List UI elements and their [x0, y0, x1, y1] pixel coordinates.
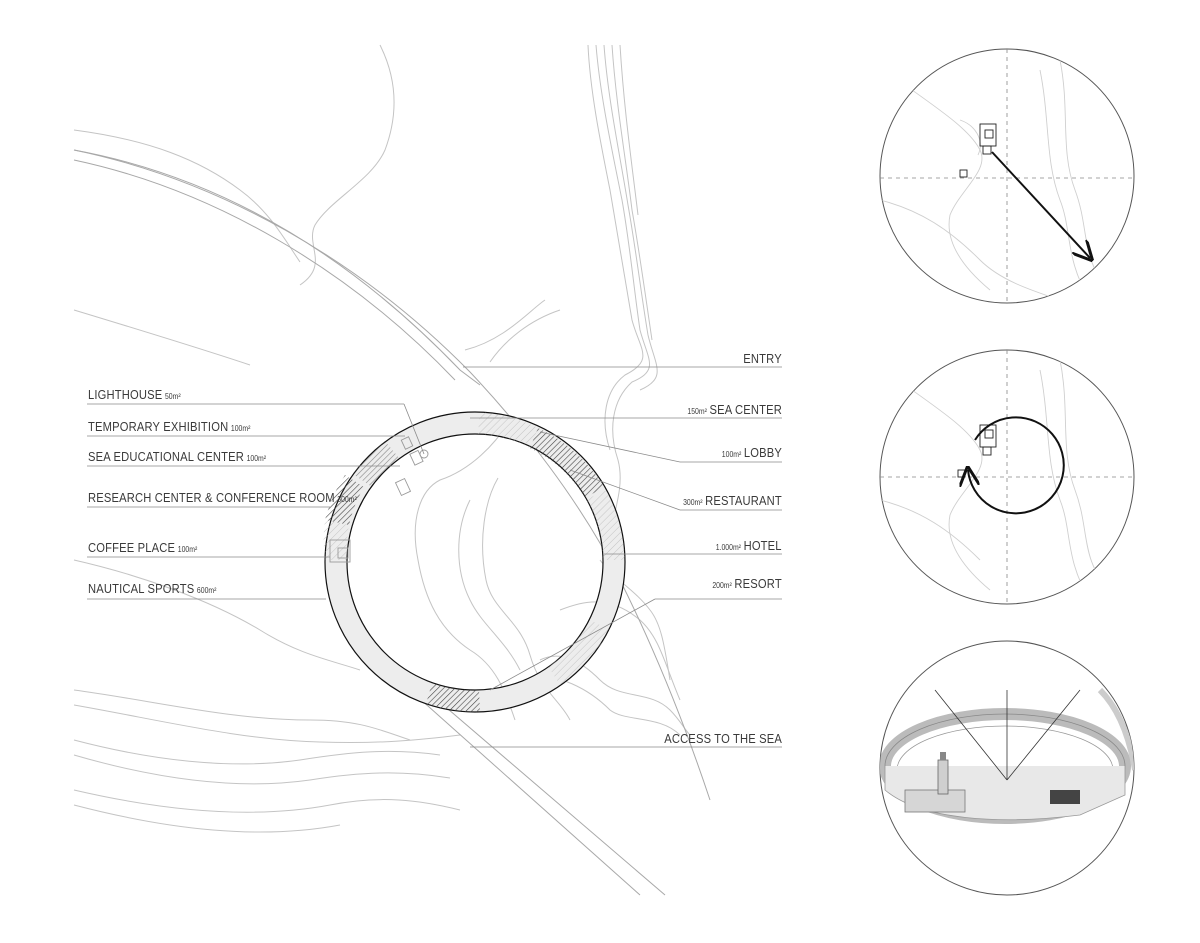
program-ring: [323, 411, 626, 713]
existing-buildings: [329, 436, 429, 563]
view-diagram-1: [879, 48, 1135, 304]
label-access-to-the-sea: ACCESS TO THE SEA: [664, 731, 782, 746]
leader-lines: [87, 366, 782, 748]
circulation-diagram: [879, 349, 1135, 605]
terrain-contours: [73, 44, 691, 833]
label-entry: ENTRY: [743, 351, 782, 366]
perspective-view: [879, 640, 1135, 896]
